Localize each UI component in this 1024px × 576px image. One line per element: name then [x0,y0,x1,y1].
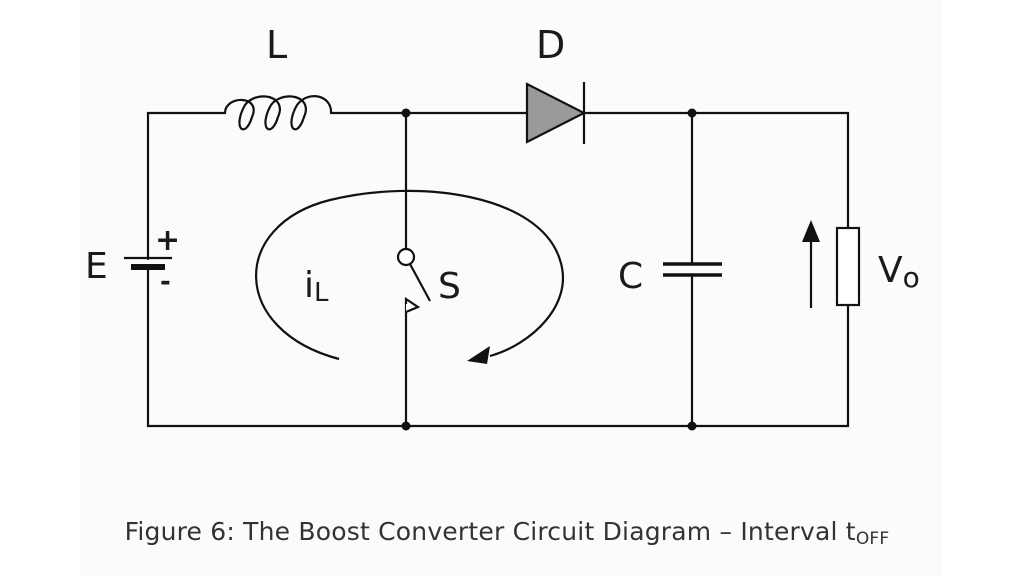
current-loop-arrow-icon [255,189,564,364]
switch-label: S [438,266,461,307]
source-label: E [85,246,108,287]
inductor-label: L [266,23,287,67]
capacitor-label: C [618,256,643,297]
diode-label: D [536,23,565,67]
caption-text: Figure 6: The Boost Converter Circuit Di… [124,517,856,546]
load-resistor [835,226,861,307]
switch-symbol [396,247,431,314]
current-label: iL [304,265,329,308]
junction-dot [401,108,411,118]
figure-background [80,0,943,576]
figure-caption: Figure 6: The Boost Converter Circuit Di… [0,517,1014,549]
diode-symbol [525,82,587,144]
source-minus-sign: - [160,267,171,297]
output-voltage-label: Vo [878,250,920,294]
caption-subscript: OFF [855,529,890,549]
wire-top-right [582,111,850,230]
source-plus-sign: + [155,223,180,258]
battery-symbol [124,256,172,270]
voltage-arrow-icon [802,220,820,308]
wire-load-bottom [146,268,850,428]
capacitor-symbol [663,262,722,277]
junction-dot [687,108,697,118]
inductor-coil [223,95,333,131]
junction-dot [687,421,697,431]
wire-top-left [146,111,227,261]
junction-dot [401,421,411,431]
